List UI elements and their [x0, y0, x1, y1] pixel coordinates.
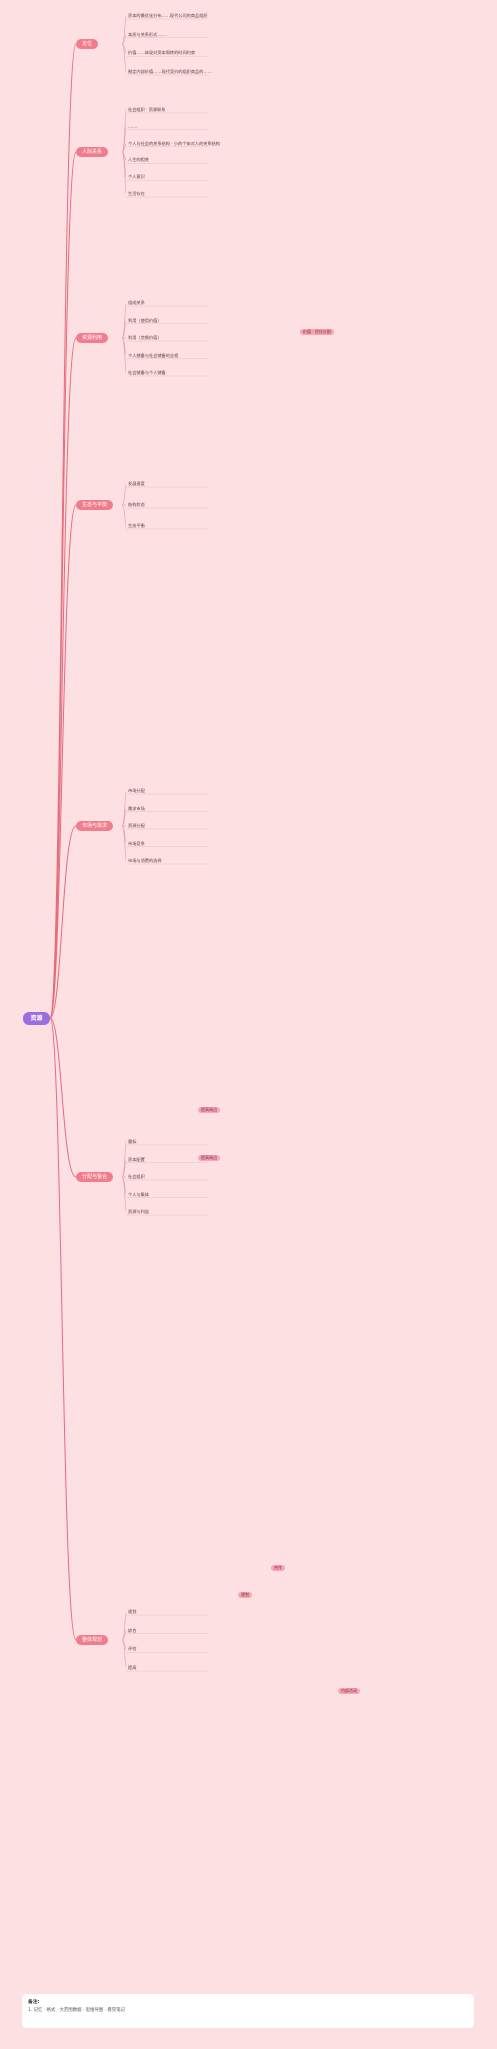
branch-1[interactable]: 定位 — [76, 39, 99, 49]
link-branch-item — [121, 143, 127, 153]
link-branch-item — [121, 320, 127, 339]
branch-4[interactable]: 生态与平衡 — [76, 500, 114, 510]
root-node[interactable]: 资源 — [23, 1012, 50, 1025]
branch-1-item[interactable]: 本质与关系形式 …… — [128, 31, 168, 37]
branch-2-item[interactable]: 个人与社会的关系结构 · 小的个体对人的关系结构 — [128, 140, 220, 146]
link-branch-item — [121, 825, 127, 862]
branch-5-item[interactable]: 资源分配 — [128, 823, 145, 828]
branch-1-item[interactable]: 资本的最优化分布……现代公司的商品组织 — [128, 13, 208, 18]
highlight-1: 价值 · 优化分配 — [300, 329, 334, 335]
highlight-6: 内部活动 — [338, 1688, 360, 1694]
highlight-5: 规划 — [238, 1592, 252, 1598]
branch-3-item[interactable]: 组成关系 — [128, 300, 145, 305]
link-root-branch-4 — [49, 504, 77, 1019]
branch-2-item[interactable]: 人生的相关 — [128, 157, 149, 163]
branch-5[interactable]: 市场与需求 — [76, 821, 114, 831]
branch-3-item[interactable]: 个人储备与社会储备的全程 — [128, 352, 179, 358]
link-branch-item — [121, 34, 127, 45]
link-branch-item — [121, 483, 127, 506]
link-branch-item — [121, 504, 127, 527]
link-branch-item — [121, 15, 127, 45]
branch-7-item[interactable]: 规划 — [128, 1609, 137, 1614]
highlight-3: 提高周边 — [198, 1155, 220, 1161]
branch-7-item[interactable]: 评估 — [128, 1646, 137, 1652]
link-branch-item — [121, 126, 127, 153]
highlight-4: 合作 — [271, 1565, 285, 1571]
notes-title: 备注: — [28, 2000, 40, 2005]
branch-3-item[interactable]: 社会储备与个人储备 — [128, 370, 166, 375]
link-branch-item — [121, 1630, 127, 1641]
branch-6-item[interactable]: 资本配置 — [128, 1156, 145, 1162]
link-branch-item — [121, 337, 127, 374]
notes-panel: 备注: 1. 记忆 · 格式 · 大范围数据 · 思维导图 · 看完笔记 — [22, 1994, 474, 2028]
branch-6-item[interactable]: 社会组织 — [128, 1174, 145, 1179]
link-root-branch-2 — [49, 151, 77, 1019]
branch-3-item[interactable]: 利用（使用价值） — [128, 317, 162, 323]
branch-6[interactable]: 分配与整合 — [76, 1172, 114, 1182]
branch-5-item[interactable]: 需求市场 — [128, 805, 145, 811]
branch-5-item[interactable]: 市场竞争 — [128, 840, 145, 846]
branch-7-item[interactable]: 提高 — [128, 1665, 137, 1670]
branch-4-item[interactable]: 发展速度 — [128, 481, 145, 486]
link-branch-item — [121, 790, 127, 827]
link-branch-item — [121, 1176, 127, 1213]
link-branch-item — [121, 1639, 127, 1669]
branch-2-item[interactable]: 个人意识 — [128, 174, 145, 180]
branch-7-item[interactable]: 综合 — [128, 1627, 137, 1633]
branch-6-item[interactable]: 个人与集体 — [128, 1191, 149, 1197]
link-branch-item — [121, 1141, 127, 1178]
branch-5-item[interactable]: 市场分配 — [128, 788, 145, 793]
branch-6-item[interactable]: 资源与利益 — [128, 1209, 149, 1214]
branch-2-item[interactable]: 生活存在 — [128, 191, 145, 196]
link-root-branch-5 — [49, 825, 77, 1019]
branch-2[interactable]: 人际关系 — [76, 147, 109, 157]
branch-2-item[interactable]: 社会组织 · 资源联系 — [128, 107, 166, 112]
link-branch-item — [121, 1611, 127, 1641]
link-branch-item — [121, 302, 127, 339]
link-root-branch-6 — [49, 1017, 77, 1178]
branch-3-item[interactable]: 利用（交换价值） — [128, 335, 162, 340]
link-branch-item — [121, 808, 127, 827]
link-branch-item — [121, 109, 127, 153]
branch-4-item[interactable]: 生态平衡 — [128, 523, 145, 528]
branch-7[interactable]: 整体规划 — [76, 1635, 109, 1645]
branch-1-item[interactable]: 制定内部价值……现代竞价的组织商品的…… — [128, 69, 212, 74]
link-root-branch-7 — [49, 1017, 77, 1641]
branch-1-item[interactable]: 价值……体现对资本周转的时间约束 — [128, 50, 196, 56]
link-branch-item — [121, 151, 127, 195]
link-branch-item — [121, 1159, 127, 1178]
branch-3[interactable]: 资源利用 — [76, 333, 109, 343]
link-branch-item — [121, 43, 127, 73]
branch-4-item[interactable]: 结构状态 — [128, 502, 145, 507]
link-root-branch-3 — [49, 337, 77, 1019]
highlight-2: 提高周边 — [198, 1107, 220, 1113]
notes-text: 1. 记忆 · 格式 · 大范围数据 · 思维导图 · 看完笔记 — [28, 2008, 125, 2013]
branch-2-item[interactable]: ....... — [128, 123, 138, 129]
branch-6-item[interactable]: 量标 — [128, 1139, 137, 1144]
branch-5-item[interactable]: 市场与消费的选择 — [128, 858, 162, 863]
